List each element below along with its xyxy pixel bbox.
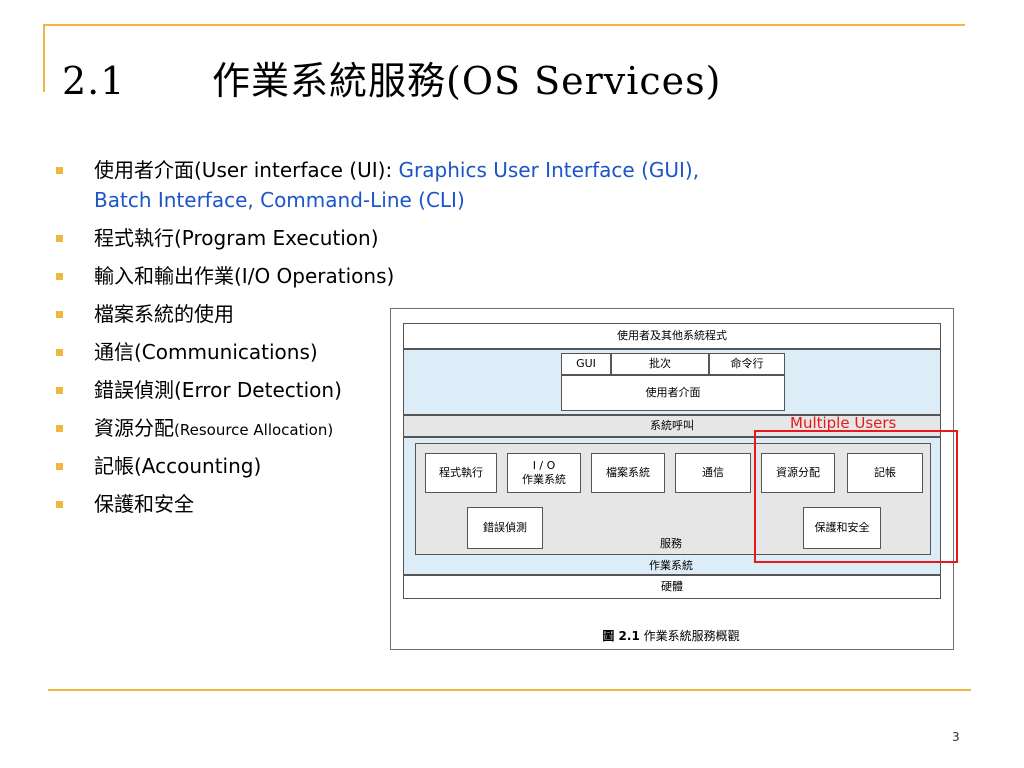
service-io: I / O 作業系統	[507, 453, 581, 493]
bullet-latin: (Communications)	[134, 340, 318, 364]
bullet-cjk: 輸入和輸出作業	[94, 264, 234, 288]
service-program-execution: 程式執行	[425, 453, 497, 493]
batch-tab-label: 批次	[649, 357, 671, 370]
ui-box-label: 使用者介面	[645, 386, 701, 399]
top-rule	[45, 24, 965, 26]
bullet-latin: (I/O Operations)	[234, 264, 395, 288]
ui-box: 使用者介面	[561, 375, 785, 411]
bullet-marker	[56, 349, 63, 356]
cli-tab: 命令行	[709, 353, 785, 375]
services-label: 服務	[621, 535, 721, 551]
bullet-cjk: 通信	[94, 340, 134, 364]
services-label-text: 服務	[660, 537, 682, 550]
bullet-marker	[56, 387, 63, 394]
figure-caption: 圖 2.1 作業系統服務概觀	[541, 627, 801, 644]
service-communications: 通信	[675, 453, 751, 493]
bullet-cjk: 錯誤偵測	[94, 378, 174, 402]
users-programs-band: 使用者及其他系統程式	[403, 323, 941, 349]
syscall-label: 系統呼叫	[650, 419, 694, 432]
batch-tab: 批次	[611, 353, 709, 375]
service-label: 資源分配	[776, 466, 820, 479]
page-number: 3	[952, 730, 960, 744]
bullet-marker	[56, 311, 63, 318]
bullet-cjk: 記帳	[94, 454, 134, 478]
bullet-blue-text: Graphics User Interface (GUI),	[398, 158, 700, 182]
hardware-band: 硬體	[403, 575, 941, 599]
bullet-marker	[56, 501, 63, 508]
bullet-marker	[56, 273, 63, 280]
bullet-latin: (User interface (UI):	[194, 158, 399, 182]
caption-prefix: 圖 2.1	[602, 629, 640, 643]
cli-tab-label: 命令行	[730, 357, 764, 370]
service-label: 記帳	[874, 466, 896, 479]
bullet-cjk: 資源分配	[94, 416, 174, 440]
bullet-cjk: 程式執行	[94, 226, 174, 250]
users-programs-label: 使用者及其他系統程式	[617, 329, 727, 342]
os-label-text: 作業系統	[649, 559, 693, 572]
service-label: 通信	[702, 466, 724, 479]
bullet-cjk: 保護和安全	[94, 492, 194, 516]
title-text: 作業系統服務(OS Services)	[212, 59, 722, 103]
service-label: I / O 作業系統	[522, 459, 566, 486]
bullet-latin: (Resource Allocation)	[174, 421, 334, 439]
gui-tab-label: GUI	[576, 357, 596, 370]
gui-tab: GUI	[561, 353, 611, 375]
bullet-marker	[56, 425, 63, 432]
service-protection-security: 保護和安全	[803, 507, 881, 549]
service-error-detection: 錯誤偵測	[467, 507, 543, 549]
left-rule	[43, 24, 45, 92]
bullet-marker	[56, 235, 63, 242]
multiple-users-highlight	[754, 430, 958, 563]
bottom-rule	[48, 689, 971, 691]
multiple-users-annotation: Multiple Users	[790, 414, 897, 432]
bullet-blue-text-line2: Batch Interface, Command-Line (CLI)	[94, 188, 465, 212]
bullet-cjk: 檔案系統的使用	[94, 302, 234, 326]
service-label: 程式執行	[439, 466, 483, 479]
bullet-latin: (Accounting)	[134, 454, 262, 478]
bullet-cjk: 使用者介面	[94, 158, 194, 182]
title-number: 2.1	[62, 59, 126, 103]
service-accounting: 記帳	[847, 453, 923, 493]
hardware-label: 硬體	[661, 580, 683, 593]
os-label: 作業系統	[621, 557, 721, 573]
os-services-diagram: 使用者及其他系統程式 GUI 批次 命令行 使用者介面 系統呼叫 程式執行 I …	[390, 308, 954, 650]
bullet-marker	[56, 167, 63, 174]
bullet-latin: (Program Execution)	[174, 226, 379, 250]
slide-title: 2.1 作業系統服務(OS Services)	[62, 50, 722, 105]
service-label: 錯誤偵測	[483, 521, 527, 534]
service-label: 保護和安全	[814, 521, 870, 534]
bullet-marker	[56, 463, 63, 470]
service-label: 檔案系統	[606, 466, 650, 479]
service-file-system: 檔案系統	[591, 453, 665, 493]
caption-text: 作業系統服務概觀	[643, 629, 740, 643]
bullet-latin: (Error Detection)	[174, 378, 342, 402]
service-resource-allocation: 資源分配	[761, 453, 835, 493]
